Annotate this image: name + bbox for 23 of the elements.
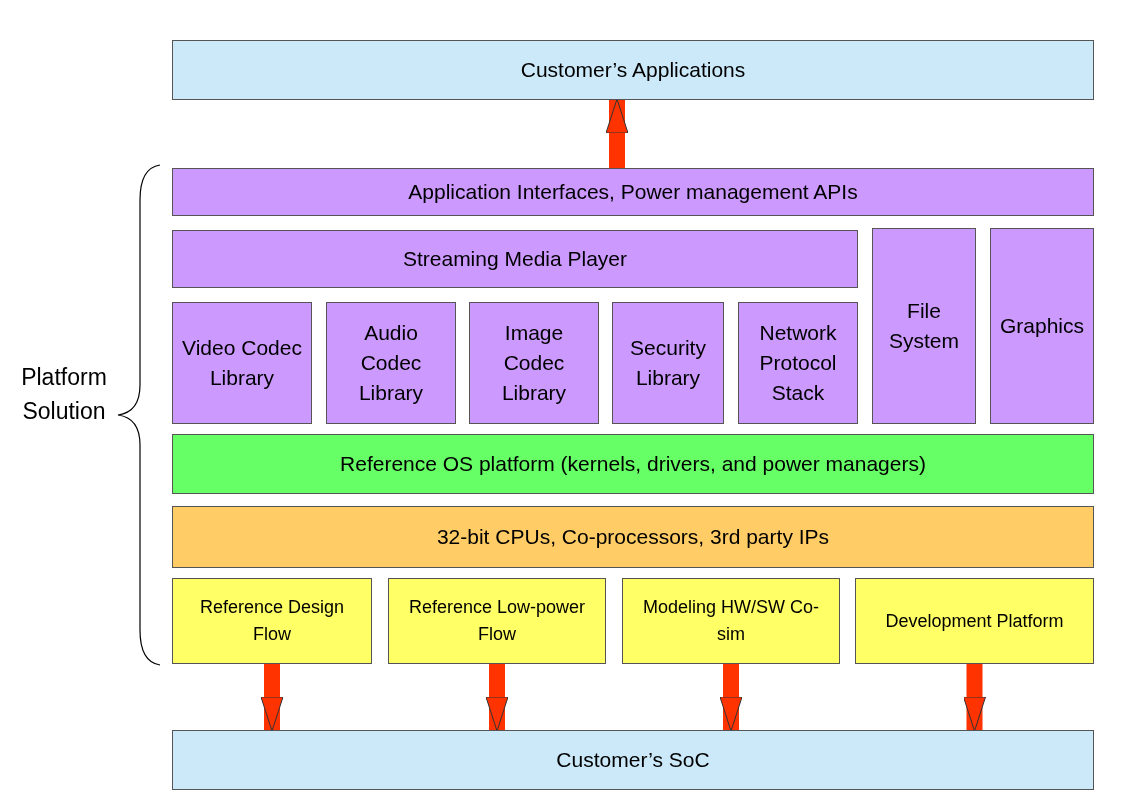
layer-bar: Customer’s SoC bbox=[172, 730, 1094, 790]
software-block: Video Codec Library bbox=[172, 302, 312, 424]
arrow bbox=[963, 664, 986, 732]
os-layer-bar: Reference OS platform (kernels, drivers, and power managers) bbox=[172, 434, 1094, 494]
arrow bbox=[605, 98, 629, 168]
arrow bbox=[260, 664, 284, 732]
software-block: Streaming Media Player bbox=[172, 230, 858, 288]
flow-block: Development Platform bbox=[855, 578, 1094, 664]
software-block: Network Protocol Stack bbox=[738, 302, 858, 424]
software-block: Application Interfaces, Power management APIs bbox=[172, 168, 1094, 216]
flow-block: Reference Low-power Flow bbox=[388, 578, 606, 664]
arrow bbox=[719, 664, 743, 732]
hardware-layer-bar: 32-bit CPUs, Co-processors, 3rd party IPs bbox=[172, 506, 1094, 568]
software-block: File System bbox=[872, 228, 976, 424]
software-block: Security Library bbox=[612, 302, 724, 424]
flow-block: Modeling HW/SW Co-sim bbox=[622, 578, 840, 664]
group-label: Platform Solution bbox=[20, 363, 108, 426]
arrow bbox=[485, 664, 509, 732]
software-block: Graphics bbox=[990, 228, 1094, 424]
software-block: Audio Codec Library bbox=[326, 302, 456, 424]
flow-block: Reference Design Flow bbox=[172, 578, 372, 664]
software-block: Image Codec Library bbox=[469, 302, 599, 424]
layer-bar: Customer’s Applications bbox=[172, 40, 1094, 100]
